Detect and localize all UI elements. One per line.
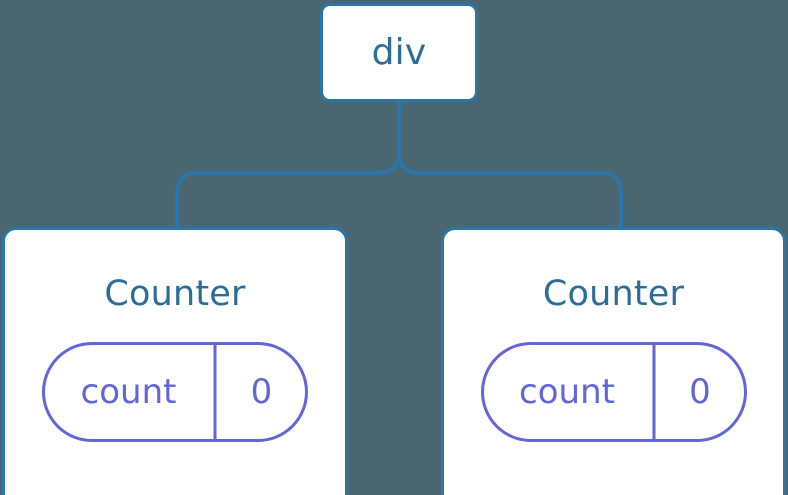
connector-branch-left	[175, 151, 401, 229]
node-div-label: div	[371, 31, 427, 73]
connector-branch-right	[397, 151, 623, 229]
state-pill-right-name: count	[519, 372, 615, 412]
state-pill-right-value: 0	[689, 372, 711, 412]
state-pill-left-name: count	[80, 372, 177, 412]
node-div[interactable]: div	[320, 3, 478, 102]
state-pill-left: count 0	[42, 342, 308, 442]
state-pill-right: count 0	[480, 342, 747, 442]
node-counter-left[interactable]: Counter count 0	[2, 227, 348, 495]
node-counter-right-label: Counter	[542, 274, 685, 314]
node-counter-right[interactable]: Counter count 0	[441, 227, 786, 495]
state-pill-left-value: 0	[250, 372, 273, 412]
node-counter-left-label: Counter	[104, 274, 246, 314]
state-pill-right-shape	[480, 342, 747, 442]
state-pill-left-shape	[42, 342, 308, 442]
